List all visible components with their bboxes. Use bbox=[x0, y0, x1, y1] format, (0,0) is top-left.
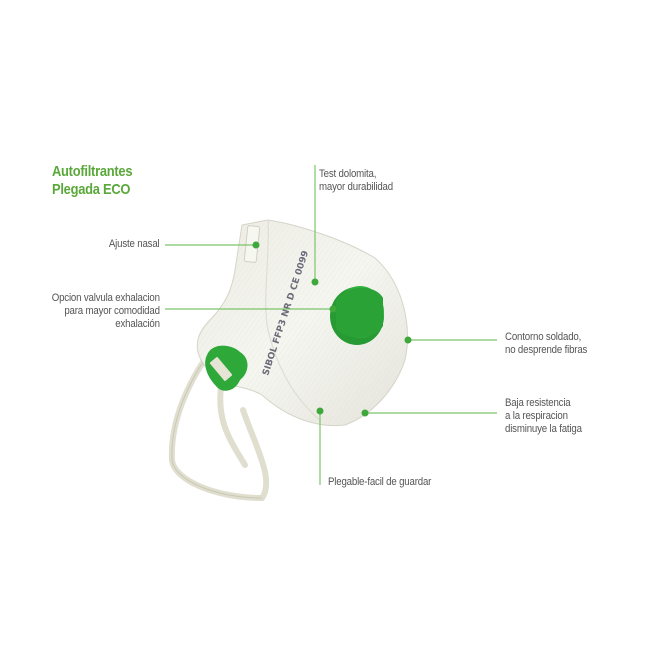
mask-body: SIBOL FFP3 NR D CE 0099 bbox=[196, 219, 408, 427]
callout-exhalation-valve: Opcion valvula exhalacion para mayor com… bbox=[52, 292, 160, 331]
strap-clip-icon bbox=[205, 345, 248, 391]
callout-text: Contorno soldado, bbox=[505, 331, 582, 343]
callout-text: Ajuste nasal bbox=[109, 238, 160, 250]
callout-low-resistance: Baja resistencia a la respiracion dismin… bbox=[505, 397, 582, 436]
callout-text: Test dolomita, bbox=[319, 168, 377, 180]
callout-text: Baja resistencia bbox=[505, 397, 571, 409]
title-line-1: Autofiltrantes bbox=[52, 163, 133, 180]
callout-text: Plegable-facil de guardar bbox=[328, 476, 432, 488]
title-line-2: Plegada ECO bbox=[52, 181, 131, 198]
callout-nasal-adjust: Ajuste nasal bbox=[109, 238, 160, 251]
callout-text: no desprende fibras bbox=[505, 344, 588, 356]
callout-lines bbox=[165, 165, 497, 485]
callout-text: a la respiracion bbox=[505, 410, 568, 422]
callout-dots bbox=[252, 241, 412, 417]
callout-text: mayor durabilidad bbox=[319, 181, 393, 193]
callout-welded-contour: Contorno soldado, no desprende fibras bbox=[505, 331, 587, 357]
callout-foldable: Plegable-facil de guardar bbox=[328, 476, 431, 489]
exhalation-valve-icon bbox=[330, 286, 384, 345]
callout-text: para mayor comodidad bbox=[64, 305, 161, 317]
callout-text: exhalación bbox=[115, 318, 160, 330]
callout-text: Opcion valvula exhalacion bbox=[51, 292, 160, 304]
product-title: Autofiltrantes Plegada ECO bbox=[52, 163, 133, 199]
callout-dolomite-test: Test dolomita, mayor durabilidad bbox=[319, 168, 393, 194]
callout-text: disminuye la fatiga bbox=[505, 423, 582, 435]
